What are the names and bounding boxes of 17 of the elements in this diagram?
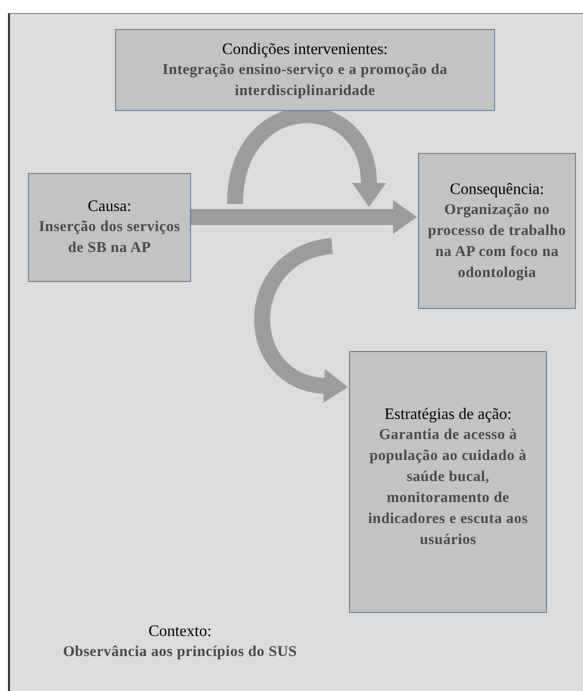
node-heading: Causa: — [88, 197, 132, 217]
text-box — [115, 29, 495, 111]
node-text: Integração ensino-serviço e a promoção da interdisciplinaridade — [162, 60, 448, 100]
node-text: Observância aos princípios do SUS — [62, 643, 298, 662]
context-panel — [8, 13, 583, 691]
curved-arrow — [254, 238, 348, 403]
node-text: Garantia de acesso à população ao cuidado à saúde bucal, monitoramento de indicadores e escuta aos usuários — [367, 426, 529, 550]
node-heading: Contexto: — [147, 622, 213, 642]
node-text: Organização no processo de trabalho na AP com foco na odontologia — [426, 200, 568, 282]
node-heading: Consequência: — [450, 180, 544, 200]
text-box — [418, 153, 576, 309]
node-text: Inserção dos serviços de SB na AP — [38, 218, 182, 258]
node-heading: Estratégias de ação: — [384, 405, 512, 425]
text-box — [28, 173, 191, 282]
text-box — [349, 351, 547, 613]
node-heading: Condições intervenientes: — [222, 40, 388, 60]
arrow — [191, 200, 417, 234]
